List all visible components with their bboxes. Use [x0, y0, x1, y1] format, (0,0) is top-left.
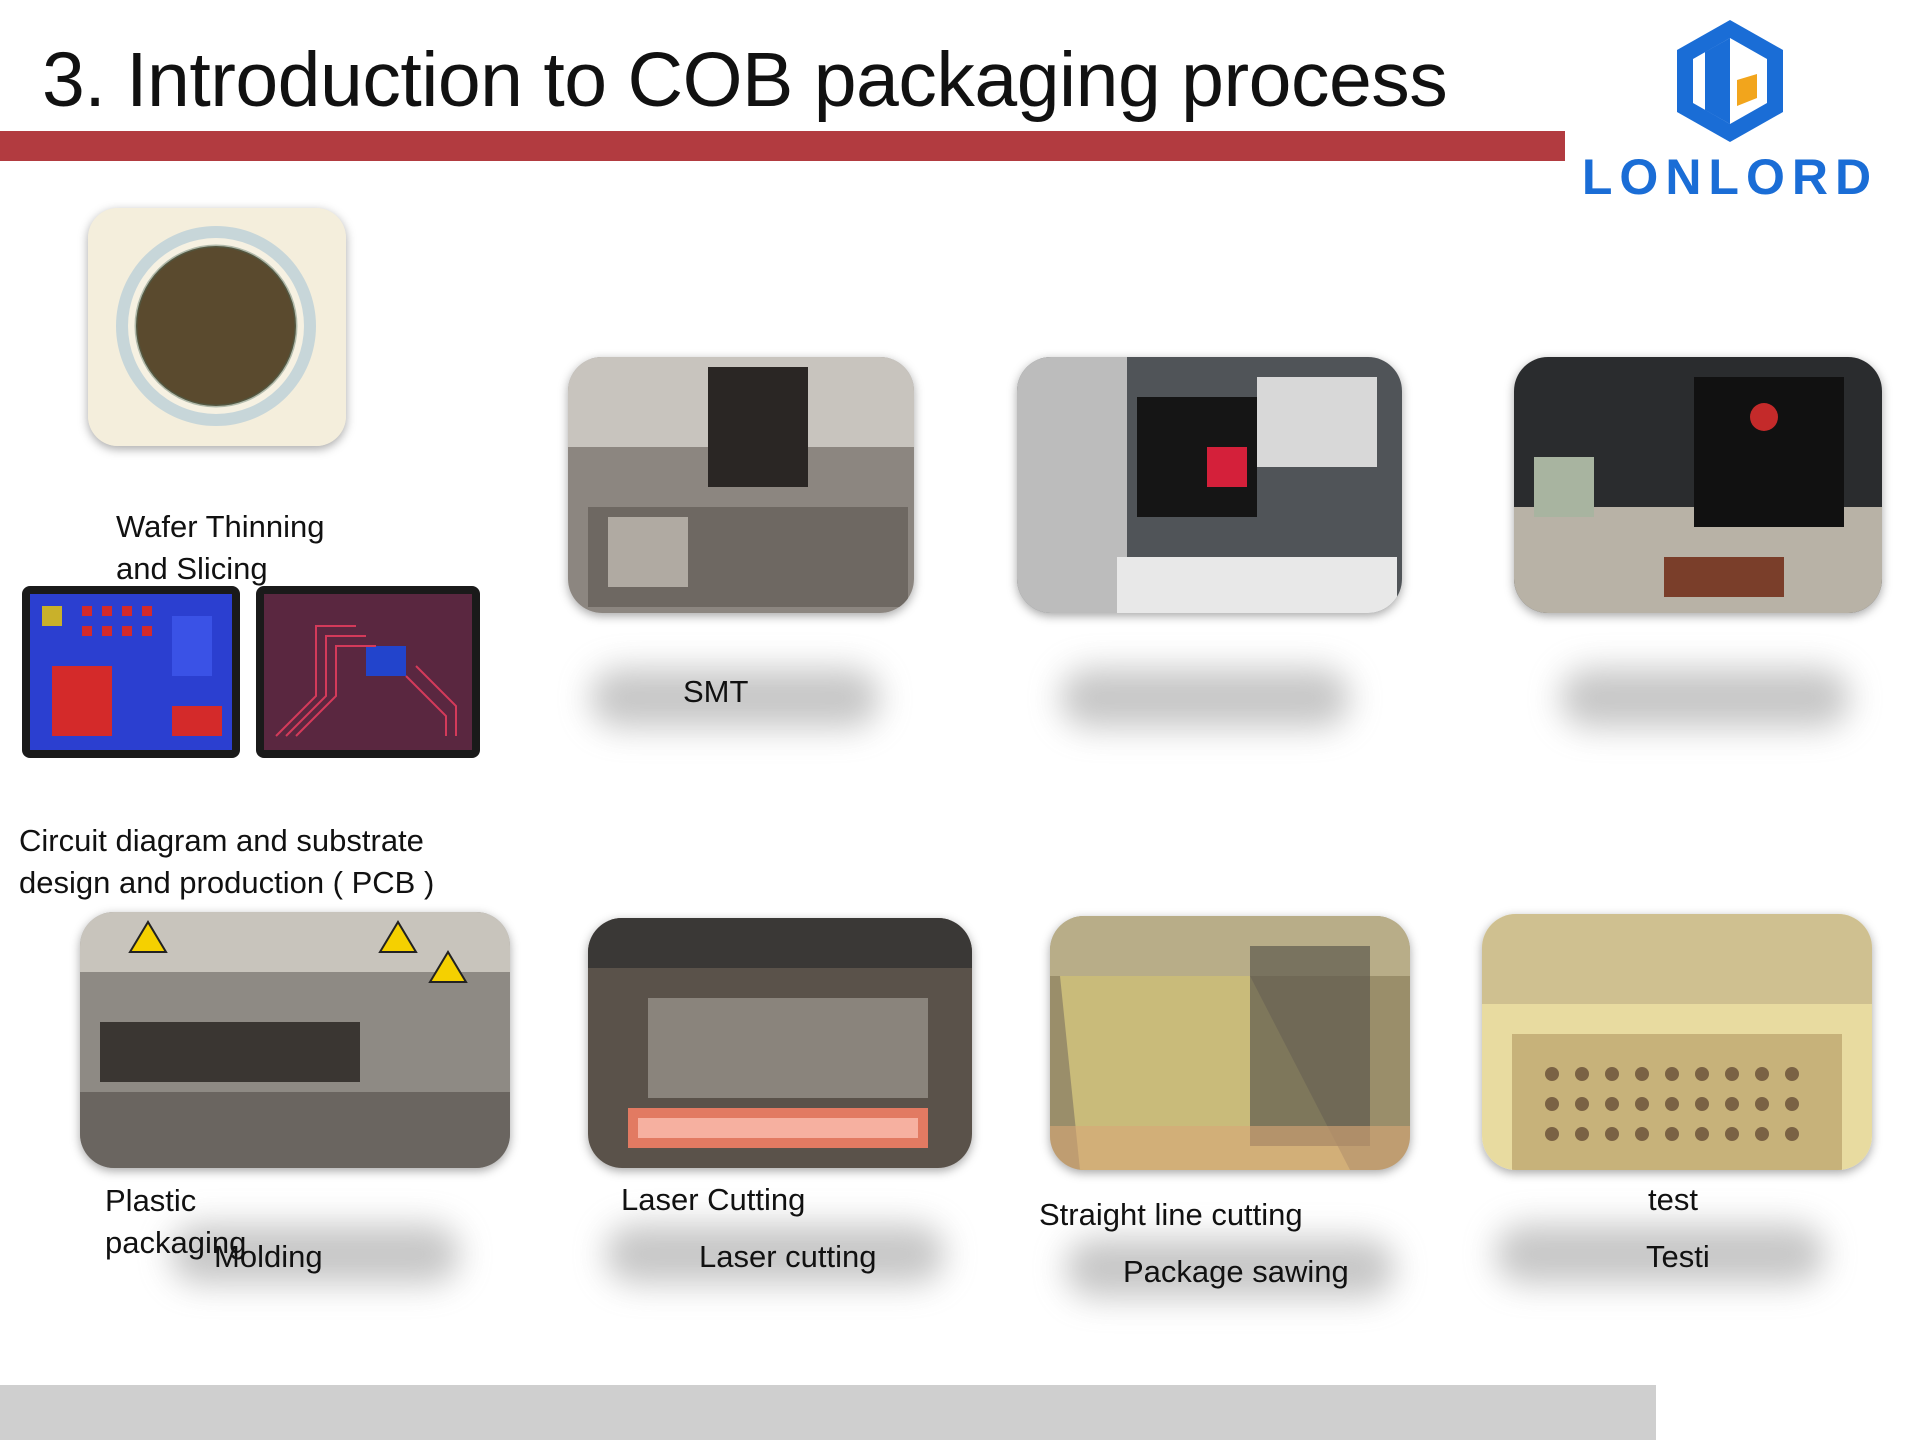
- straight-cutting-label: Straight line cutting: [1039, 1197, 1303, 1232]
- smt-photo-3: [1514, 357, 1882, 613]
- plastic-label-line1: Plastic: [105, 1183, 197, 1218]
- straight-cutting-photo: [1050, 916, 1410, 1170]
- laser-caption-shadow: [605, 1224, 945, 1284]
- package-sawing-label: Package sawing: [1123, 1254, 1349, 1289]
- testi-label: Testi: [1646, 1239, 1710, 1274]
- smt-photo-2: [1017, 357, 1402, 613]
- test-photo: [1482, 914, 1872, 1170]
- laser-cutting-photo: [588, 918, 972, 1168]
- company-logo: [1565, 16, 1895, 196]
- smt-photo-1: [568, 357, 914, 613]
- brand-name: LONLORD: [1581, 149, 1879, 205]
- plastic-packaging-photo: [80, 912, 510, 1168]
- wafer-image: [88, 208, 346, 446]
- test-label: test: [1648, 1182, 1698, 1217]
- footer-bar: [0, 1385, 1656, 1440]
- pcb-image-right: [256, 586, 480, 758]
- header-accent-bar: [0, 131, 1565, 161]
- smt-label: SMT: [683, 674, 749, 709]
- sawing-caption-shadow: [1065, 1238, 1395, 1298]
- plastic-label-line2: packaging: [105, 1225, 247, 1260]
- wafer-label-line1: Wafer Thinning: [116, 509, 325, 544]
- wafer-label-line2: and Slicing: [116, 551, 268, 586]
- test-caption-shadow: [1495, 1224, 1825, 1284]
- smt-photo-2-caption-shadow: [1060, 668, 1350, 728]
- pcb-image-left: [22, 586, 240, 758]
- smt-photo-3-caption-shadow: [1560, 668, 1850, 728]
- page-title: 3. Introduction to COB packaging process: [42, 37, 1448, 123]
- laser-overlay-label: Laser cutting: [699, 1239, 877, 1274]
- molding-label: Molding: [214, 1239, 323, 1274]
- smt-caption-shadow: [590, 668, 880, 728]
- molding-caption-shadow: [170, 1224, 460, 1284]
- hexagon-logo-icon: [1677, 20, 1783, 142]
- pcb-label-line1: Circuit diagram and substrate: [19, 823, 424, 858]
- laser-label: Laser Cutting: [621, 1182, 806, 1217]
- pcb-label-line2: design and production ( PCB ): [19, 865, 435, 900]
